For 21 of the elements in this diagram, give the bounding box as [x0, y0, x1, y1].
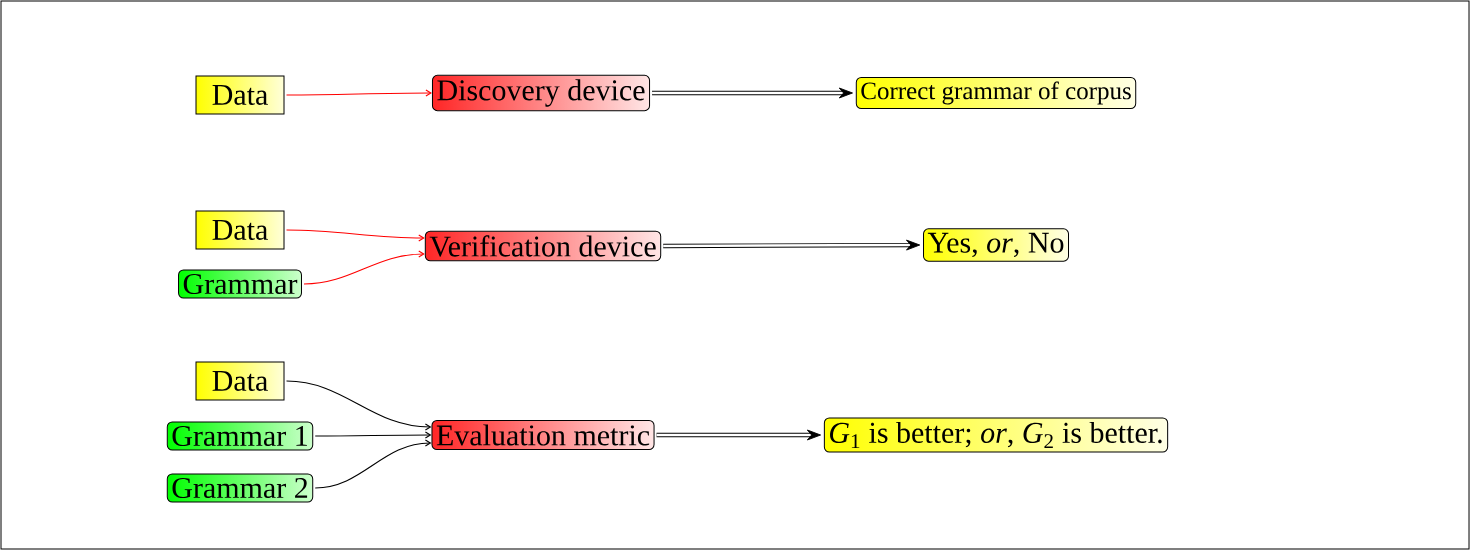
- grammar-box: Grammar 1: [166, 421, 314, 451]
- arrow: [663, 239, 921, 251]
- arrow: [314, 439, 432, 489]
- result-box: G$_{1}$ is better; or, G$_{2}$ is better.: [823, 417, 1169, 453]
- arrow: [285, 380, 432, 431]
- arrow: [285, 89, 432, 97]
- result-box: Correct grammar of corpus: [855, 77, 1137, 109]
- data-box: Data: [195, 361, 285, 401]
- arrow: [652, 87, 853, 99]
- process-box: Evaluation metric: [431, 419, 655, 451]
- process-box: Discovery device: [431, 74, 651, 112]
- arrow: [656, 429, 822, 441]
- arrow: [314, 431, 432, 439]
- data-box: Data: [195, 75, 285, 115]
- data-box: Data: [195, 210, 285, 250]
- result-box: Yes, or, No: [923, 228, 1069, 262]
- arrow: [303, 250, 425, 285]
- grammar-box: Grammar 2: [166, 473, 314, 503]
- process-box: Verification device: [424, 230, 662, 262]
- grammar-box: Grammar: [178, 269, 302, 299]
- arrow: [285, 229, 425, 242]
